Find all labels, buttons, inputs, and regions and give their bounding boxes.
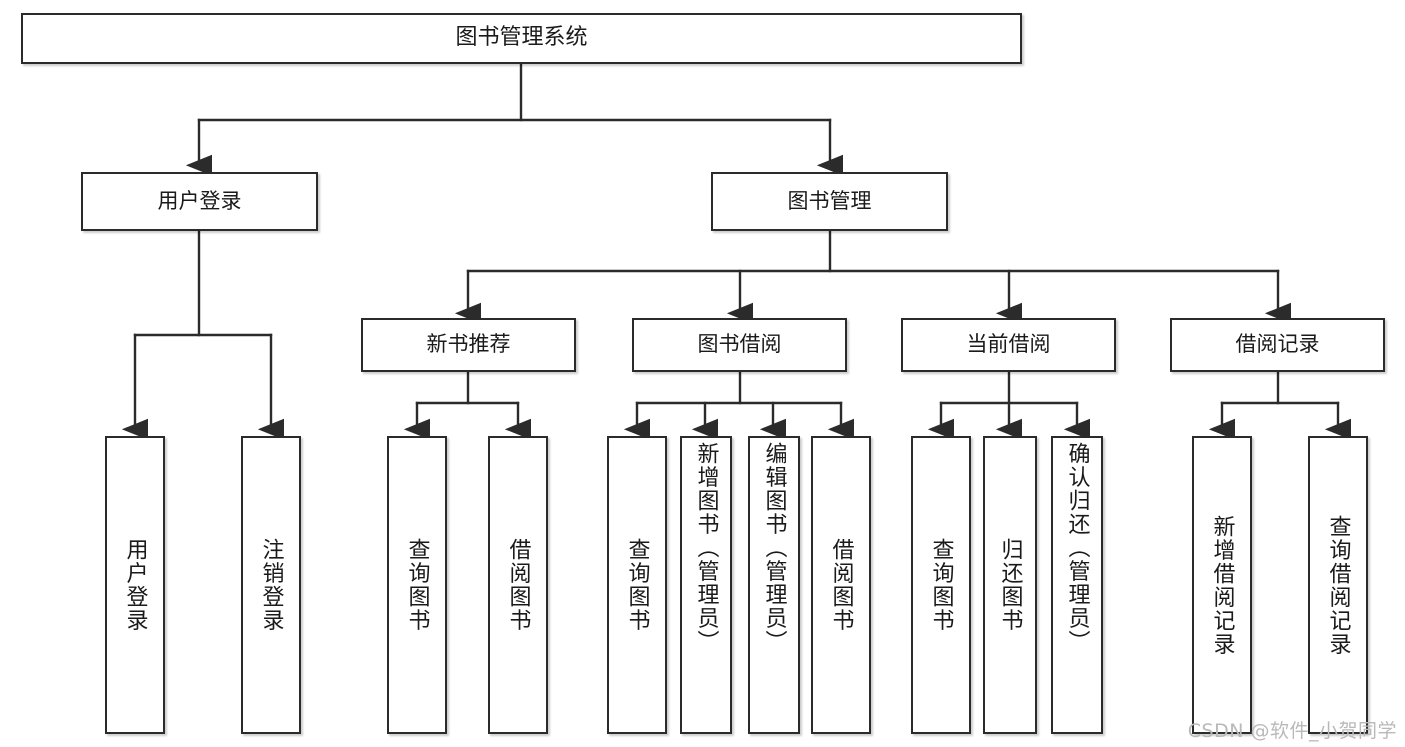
leaf-label: 归还图书 [997, 538, 1023, 632]
node-new-book-recommend[interactable]: 新书推荐 [361, 318, 576, 372]
leaf-book-borrow-edit[interactable]: 编辑图书（管理员） [748, 436, 800, 734]
leaf-label: 新增图书（管理员） [693, 442, 719, 654]
node-book-management[interactable]: 图书管理 [711, 172, 948, 231]
leaf-book-borrow-add[interactable]: 新增图书（管理员） [680, 436, 732, 734]
leaf-new-book-borrow[interactable]: 借阅图书 [488, 436, 548, 734]
leaf-label: 注销登录 [258, 538, 284, 632]
leaf-label: 借阅图书 [828, 538, 854, 632]
leaf-label: 查询图书 [624, 538, 650, 632]
node-root-system[interactable]: 图书管理系统 [21, 13, 1022, 64]
leaf-label: 查询图书 [404, 538, 430, 632]
leaf-current-borrow-confirm[interactable]: 确认归还（管理员） [1051, 436, 1103, 734]
leaf-label: 编辑图书（管理员） [761, 442, 787, 654]
leaf-current-borrow-query[interactable]: 查询图书 [911, 436, 971, 734]
leaf-user-login-login[interactable]: 用户登录 [105, 436, 165, 734]
leaf-label: 确认归还（管理员） [1064, 442, 1090, 654]
leaf-label: 借阅图书 [505, 538, 531, 632]
leaf-label: 新增借阅记录 [1209, 514, 1235, 656]
leaf-book-borrow-borrow[interactable]: 借阅图书 [811, 436, 871, 734]
leaf-borrow-record-query[interactable]: 查询借阅记录 [1308, 436, 1368, 734]
node-borrow-record[interactable]: 借阅记录 [1170, 318, 1385, 372]
node-current-borrow[interactable]: 当前借阅 [901, 318, 1116, 372]
leaf-label: 查询图书 [928, 538, 954, 632]
leaf-label: 查询借阅记录 [1325, 514, 1351, 656]
leaf-user-login-logout[interactable]: 注销登录 [241, 436, 301, 734]
leaf-new-book-query[interactable]: 查询图书 [387, 436, 447, 734]
leaf-borrow-record-add[interactable]: 新增借阅记录 [1192, 436, 1252, 734]
node-user-login[interactable]: 用户登录 [81, 172, 318, 231]
leaf-current-borrow-return[interactable]: 归还图书 [983, 436, 1037, 734]
leaf-label: 用户登录 [122, 538, 148, 632]
leaf-book-borrow-query[interactable]: 查询图书 [607, 436, 667, 734]
watermark: CSDN @软件_小贺同学 [1187, 720, 1397, 742]
node-book-borrow[interactable]: 图书借阅 [632, 318, 847, 372]
